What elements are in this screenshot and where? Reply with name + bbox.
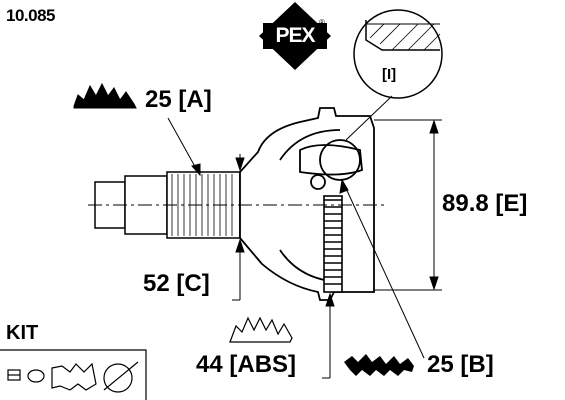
abs-ring [323, 195, 343, 293]
part-number: 10.085 [6, 6, 56, 25]
brand-name: PEX [275, 24, 315, 47]
spline-a-label: 25 [A] [145, 86, 212, 113]
abs-ring-icon [229, 316, 293, 343]
kit-box [0, 349, 147, 400]
kit-parts-icon [7, 361, 139, 393]
diameter-e-label: 89.8 [E] [442, 190, 528, 217]
dimension-e [374, 119, 442, 291]
brand-logo [259, 2, 331, 70]
spline-b-icon [344, 354, 414, 376]
dimension-c-label: 52 [C] [143, 270, 210, 297]
registered-mark: ® [319, 18, 325, 27]
spline-a-icon [73, 82, 137, 109]
dimension-c [232, 154, 245, 301]
kit-label: KIT [6, 322, 39, 344]
detail-circle [353, 9, 443, 99]
joint-housing [239, 107, 375, 301]
detail-marker: [I] [382, 66, 397, 83]
abs-ring-label: 44 [ABS] [196, 351, 297, 378]
spline-b-label: 25 [B] [427, 351, 494, 378]
leader-lines [167, 95, 425, 379]
